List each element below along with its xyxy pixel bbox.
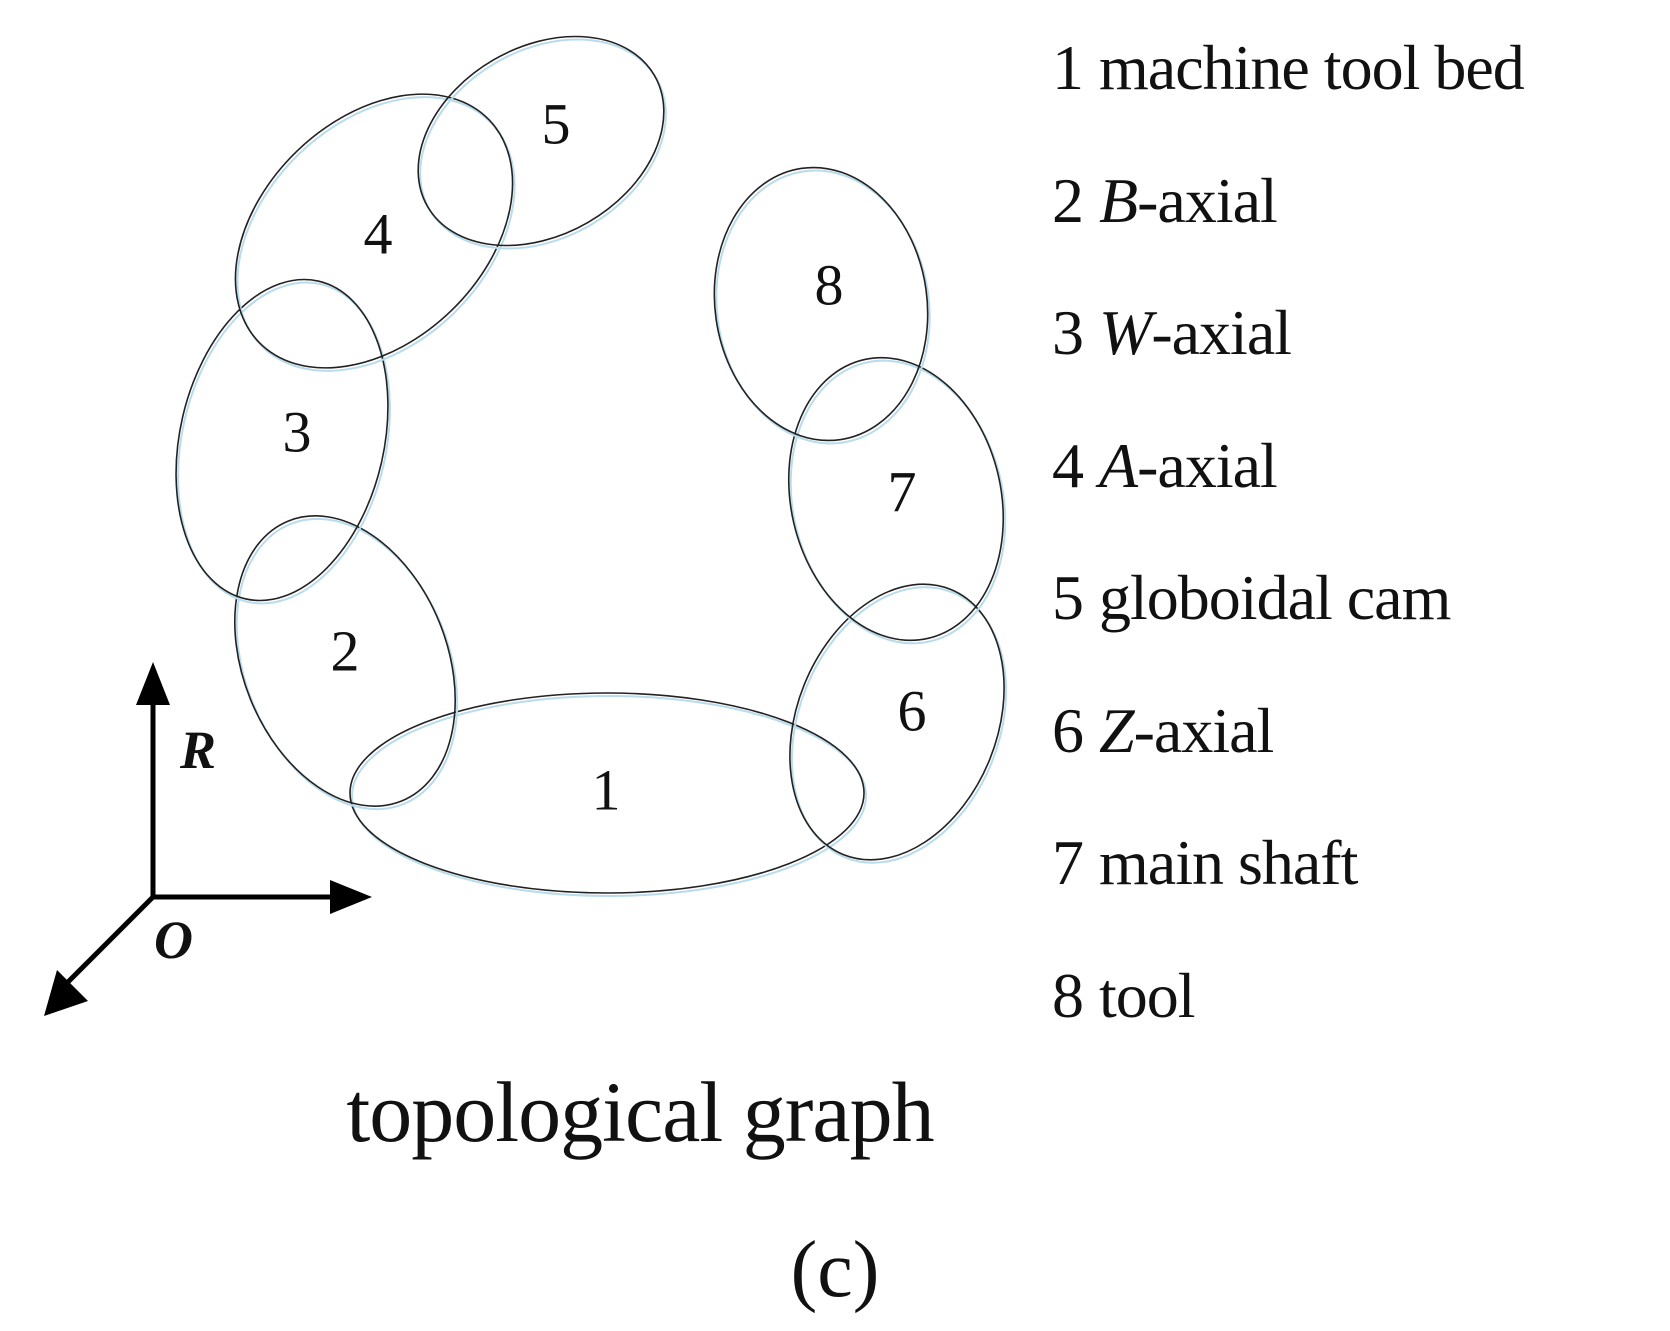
- node-ellipse: [787, 356, 1005, 642]
- node-ellipse-halo: [789, 359, 1007, 645]
- node-label: 5: [542, 91, 571, 156]
- node-label: 6: [898, 678, 927, 743]
- node-2: 2: [234, 515, 459, 811]
- node-label: 8: [815, 252, 844, 317]
- legend-description: -axial: [1151, 297, 1292, 368]
- legend-description: tool: [1099, 959, 1196, 1031]
- legend-description: globoidal cam: [1099, 562, 1451, 633]
- legend-number: 8: [1052, 959, 1084, 1031]
- legend-description: machine tool bed: [1099, 32, 1525, 103]
- legend-description: -axial: [1137, 429, 1278, 501]
- coordinate-axes: R O: [44, 662, 372, 1016]
- axis-depth-arrowhead: [44, 970, 88, 1016]
- legend-axis-letter: A: [1099, 429, 1138, 501]
- legend-number: 4: [1052, 429, 1084, 501]
- node-5: 5: [417, 35, 667, 250]
- axis-horizontal-arrowhead: [330, 880, 372, 914]
- legend-number: 1: [1052, 32, 1084, 103]
- legend-description: -axial: [1137, 164, 1278, 236]
- node-3: 3: [175, 278, 391, 605]
- node-ellipse: [175, 278, 389, 602]
- node-label: 3: [283, 399, 312, 464]
- legend-axis-letter: W: [1099, 297, 1152, 368]
- node-layer: 1 2 3 4 5 6 7 8: [175, 35, 1008, 897]
- legend-number: 6: [1052, 694, 1084, 766]
- node-4: 4: [234, 93, 516, 372]
- node-label: 2: [331, 618, 360, 683]
- graph-title: topological graph: [346, 1064, 934, 1160]
- node-label: 1: [592, 757, 621, 822]
- node-ellipse: [713, 166, 929, 442]
- node-label: 7: [888, 459, 917, 524]
- node-1: 1: [349, 692, 867, 897]
- node-ellipse: [789, 583, 1005, 861]
- node-ellipse-halo: [177, 281, 391, 605]
- panel-label: (c): [790, 1226, 880, 1314]
- legend-number: 7: [1052, 827, 1084, 898]
- node-ellipse: [417, 35, 665, 247]
- legend-number: 3: [1052, 297, 1084, 368]
- legend-axis-letter: Z: [1099, 694, 1135, 766]
- legend-description: main shaft: [1099, 827, 1358, 898]
- node-7: 7: [787, 356, 1007, 645]
- node-ellipse-halo: [351, 695, 867, 897]
- legend-number: 2: [1052, 164, 1084, 236]
- node-6: 6: [789, 583, 1008, 864]
- node-8: 8: [713, 166, 931, 445]
- axis-r-arrowhead: [136, 662, 170, 705]
- axis-r-label: R: [179, 720, 216, 780]
- node-ellipse: [234, 515, 456, 807]
- node-label: 4: [364, 201, 393, 266]
- node-ellipse: [349, 692, 865, 894]
- legend-description: -axial: [1133, 694, 1275, 766]
- legend-number: 5: [1052, 562, 1084, 633]
- axis-depth-line: [64, 895, 155, 986]
- node-ellipse-halo: [715, 169, 931, 445]
- legend-axis-letter: B: [1099, 164, 1138, 236]
- node-ellipse-halo: [790, 586, 1008, 864]
- axis-origin-label: O: [154, 910, 193, 970]
- node-ellipse: [234, 93, 514, 369]
